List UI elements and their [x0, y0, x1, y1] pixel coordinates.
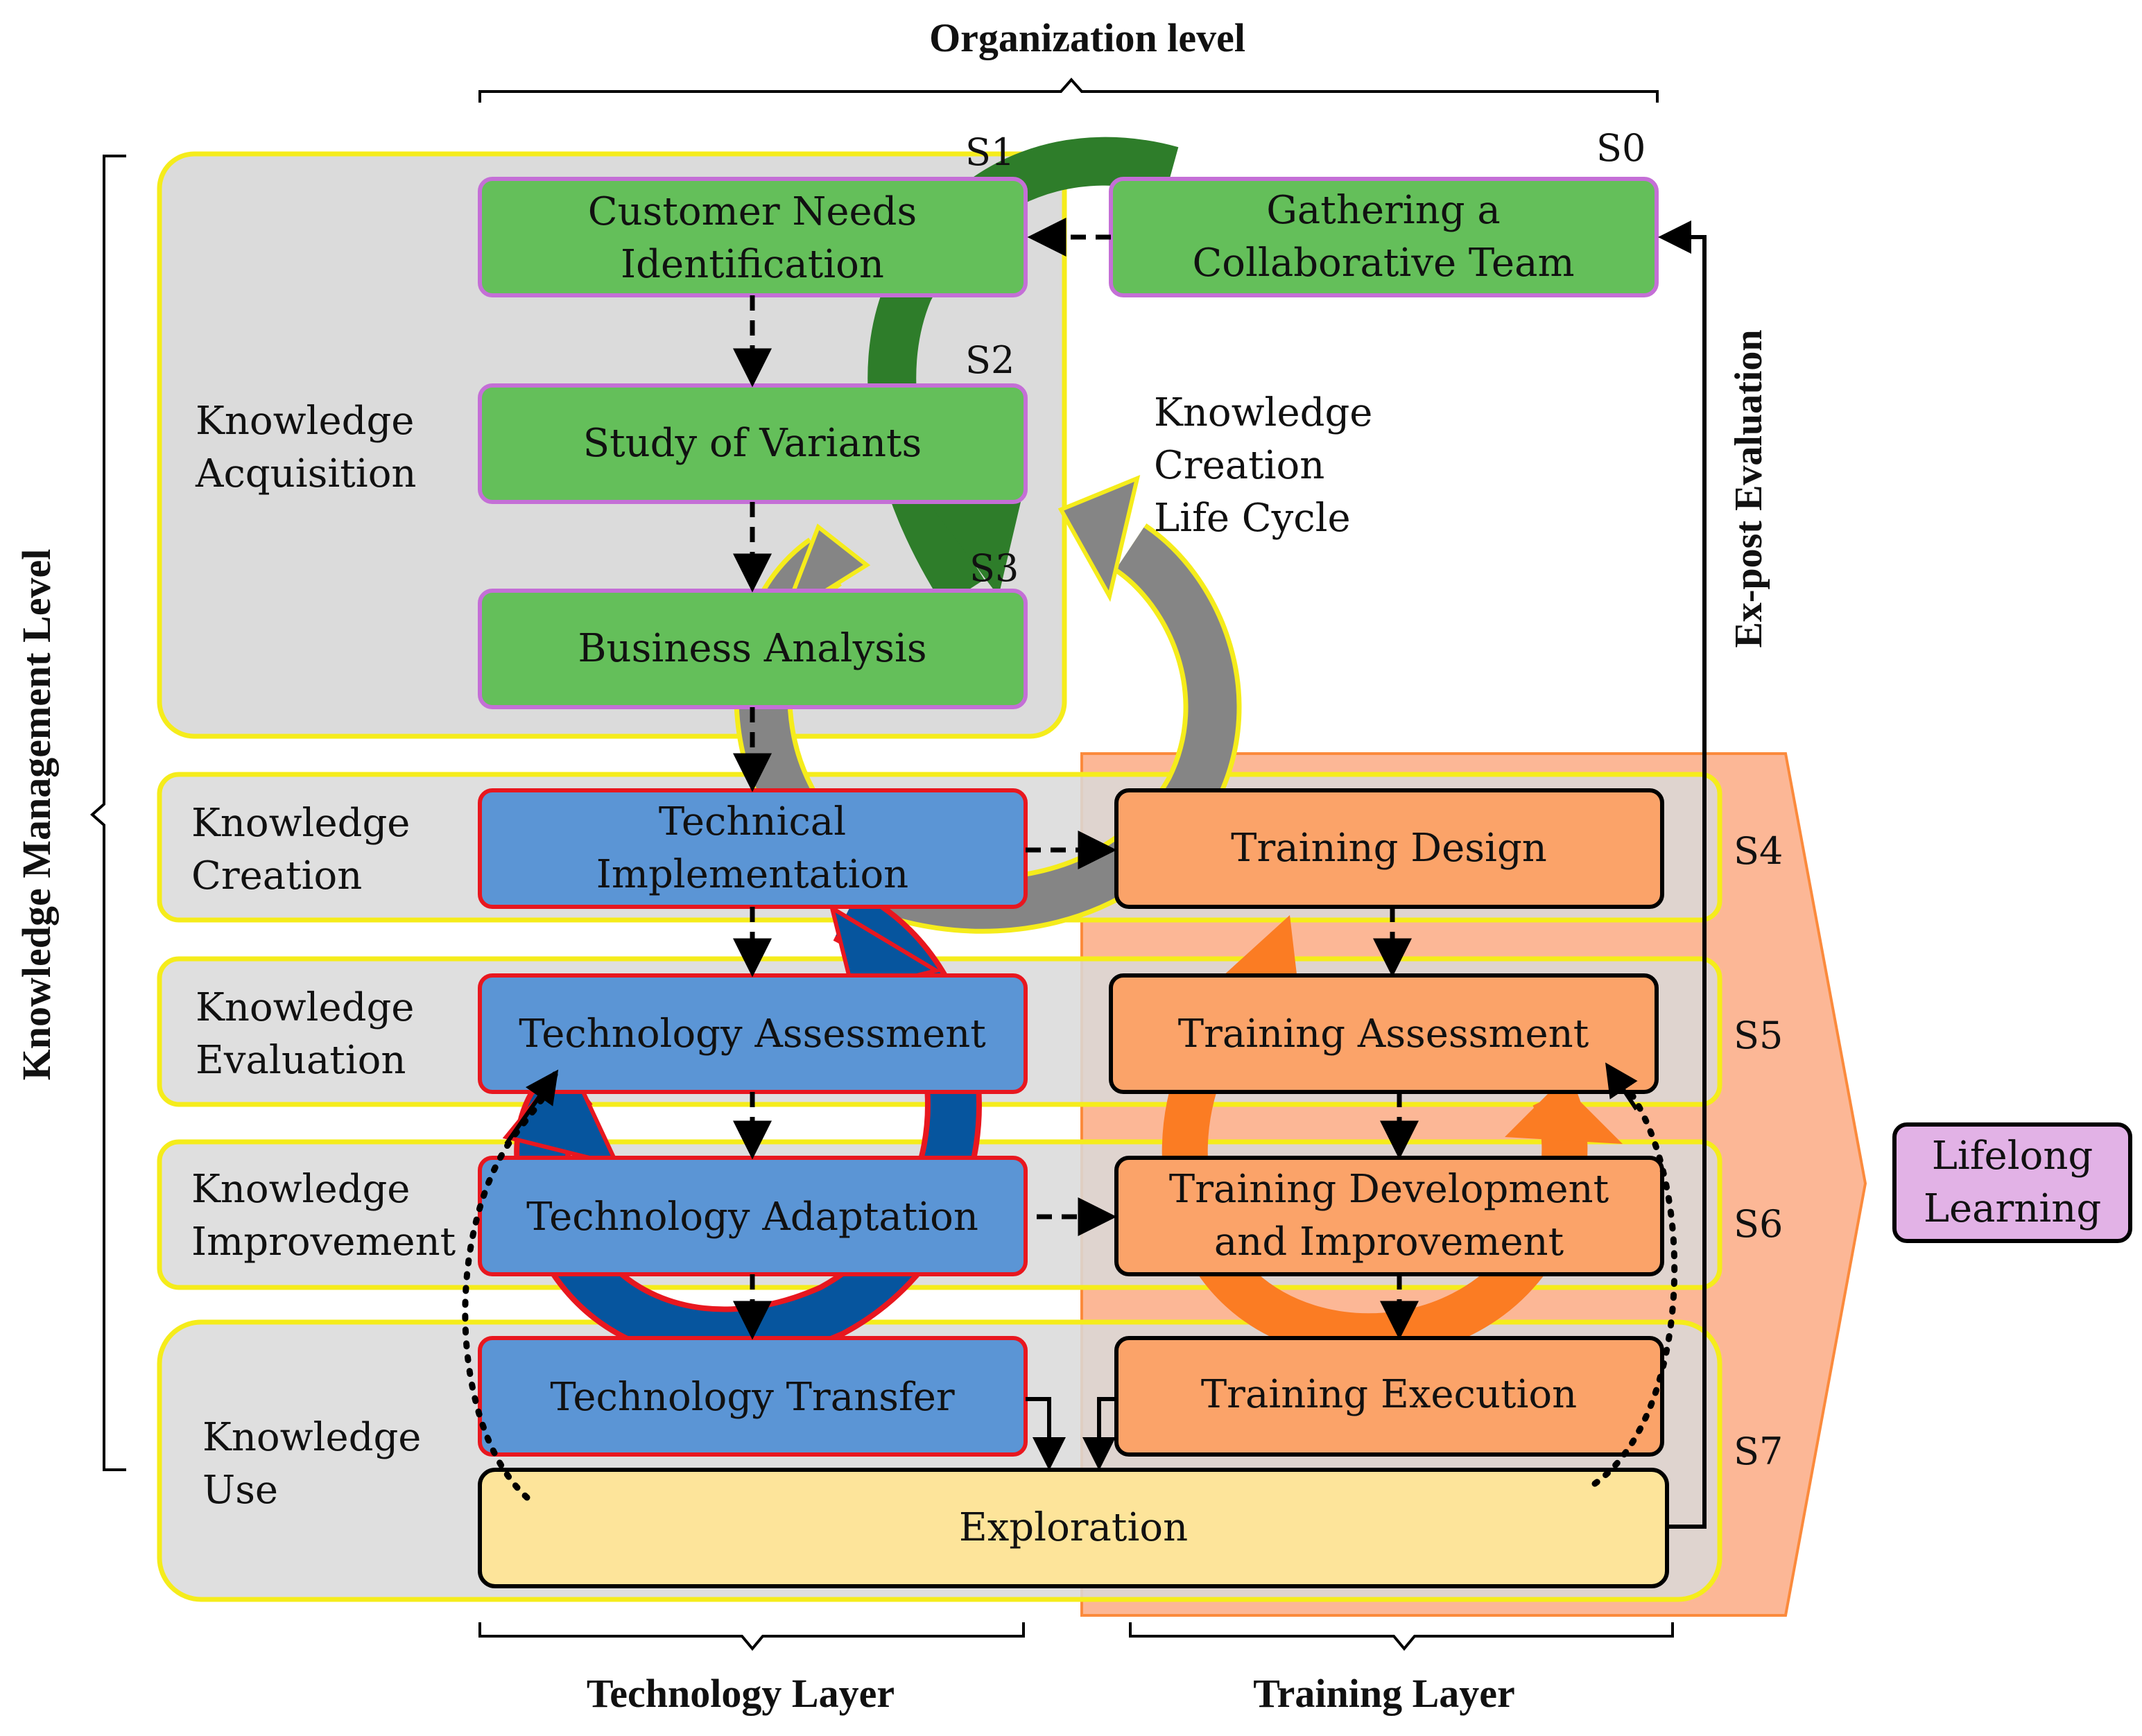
- phase-use-line1: Knowledge: [202, 1415, 421, 1460]
- box-lifelong-learning: [1892, 1122, 2132, 1243]
- dashed-connectors: [733, 218, 1419, 1340]
- stage-s4: S4: [1734, 829, 1783, 873]
- business-analysis-text: Business Analysis: [578, 626, 926, 671]
- stage-s0: S0: [1596, 126, 1646, 170]
- training-design-text: Training Design: [1231, 826, 1547, 871]
- phase-evaluation-line1: Knowledge: [196, 985, 414, 1030]
- training-development-line2: and Improvement: [1214, 1219, 1564, 1265]
- stage-s2: S2: [965, 338, 1014, 382]
- stage-s7: S7: [1734, 1430, 1783, 1473]
- gathering-line1: Gathering a: [1266, 188, 1501, 233]
- phase-acquisition-line1: Knowledge: [196, 399, 414, 444]
- training-development-line1: Training Development: [1169, 1167, 1609, 1212]
- green-cycle-arrowhead: [915, 478, 1026, 596]
- exploration-text: Exploration: [959, 1505, 1188, 1550]
- phase-acquisition-line2: Acquisition: [195, 451, 416, 496]
- training-layer-label: Training Layer: [1253, 1671, 1515, 1716]
- lifecycle-label-line3: Life Cycle: [1154, 496, 1351, 541]
- orange-cycle-arrowhead-right: [1505, 1082, 1623, 1144]
- solid-connectors: [1026, 220, 1707, 1529]
- lifelong-learning-line2: Learning: [1924, 1186, 2101, 1231]
- gathering-line2: Collaborative Team: [1192, 241, 1574, 286]
- phase-use-line2: Use: [202, 1468, 278, 1513]
- technology-transfer-text: Technology Transfer: [550, 1375, 954, 1420]
- lifecycle-label-line1: Knowledge: [1154, 390, 1372, 435]
- technical-implementation-line1: Technical: [659, 799, 846, 844]
- training-execution-text: Training Execution: [1201, 1372, 1577, 1417]
- technology-layer-brace: [478, 1622, 1025, 1651]
- gray-cycle-arrowhead-top: [1057, 475, 1141, 602]
- lifecycle-label-line2: Creation: [1154, 443, 1324, 488]
- lifelong-learning-line1: Lifelong: [1932, 1134, 2093, 1179]
- ex-post-evaluation-label: Ex-post Evaluation: [1727, 330, 1770, 648]
- dotted-arrow-right: [1605, 1062, 1639, 1111]
- stage-s1: S1: [965, 130, 1014, 174]
- dotted-arrow-left: [504, 1069, 559, 1145]
- phase-improvement-line1: Knowledge: [191, 1167, 410, 1212]
- organization-level-label: Organization level: [929, 15, 1245, 60]
- technical-implementation-line2: Implementation: [596, 852, 909, 897]
- training-layer-brace: [1129, 1622, 1674, 1651]
- stage-s5: S5: [1734, 1014, 1783, 1057]
- phase-creation-line1: Knowledge: [191, 801, 410, 846]
- stage-s6: S6: [1734, 1202, 1783, 1246]
- dotted-feedback-loop: [462, 1071, 1678, 1501]
- technology-adaptation-text: Technology Adaptation: [526, 1195, 978, 1240]
- training-assessment-text: Training Assessment: [1178, 1012, 1589, 1057]
- phase-evaluation-line2: Evaluation: [196, 1038, 406, 1083]
- knowledge-management-brace: [89, 155, 126, 1471]
- technology-assessment-text: Technology Assessment: [519, 1012, 986, 1057]
- knowledge-management-level-label: Knowledge Management Level: [14, 549, 59, 1081]
- technology-layer-label: Technology Layer: [587, 1671, 895, 1716]
- phase-improvement-line2: Improvement: [191, 1219, 456, 1265]
- organization-brace: [478, 77, 1659, 103]
- customer-needs-line1: Customer Needs: [588, 189, 917, 234]
- stage-s3: S3: [969, 546, 1019, 590]
- study-variants-text: Study of Variants: [583, 421, 922, 466]
- phase-creation-line2: Creation: [191, 853, 362, 899]
- customer-needs-line2: Identification: [621, 242, 884, 287]
